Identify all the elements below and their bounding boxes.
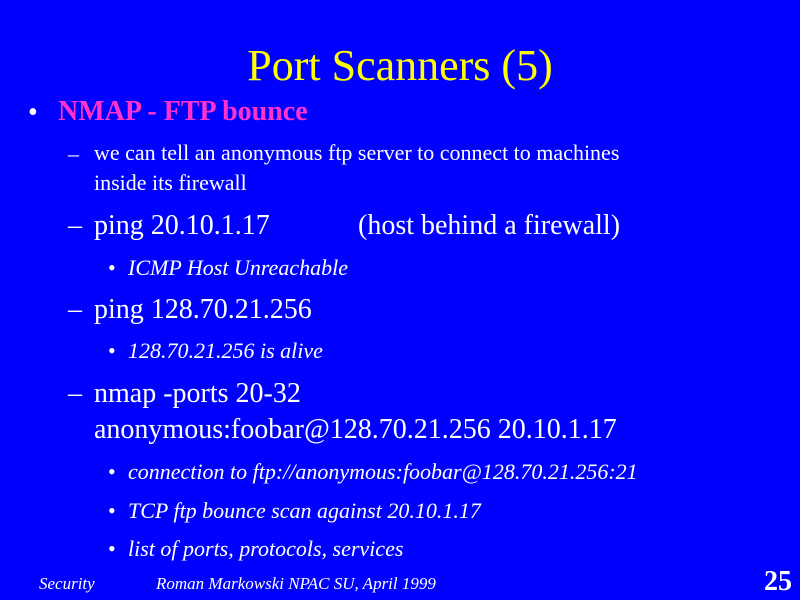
sub-bullet-marker: •	[108, 459, 116, 484]
sub-bullet-text-line2: inside its firewall	[94, 170, 247, 195]
nmap-result: connection to ftp://anonymous:foobar@128…	[128, 459, 638, 484]
slide-title: Port Scanners (5)	[247, 41, 553, 90]
dash-marker: –	[68, 378, 82, 409]
main-bullet-text: NMAP - FTP bounce	[58, 96, 308, 127]
nmap-result: TCP ftp bounce scan against 20.10.1.17	[128, 498, 481, 523]
ping-result: 128.70.21.256 is alive	[128, 338, 323, 363]
nmap-command-line1: nmap -ports 20-32	[94, 378, 301, 409]
ping-result: ICMP Host Unreachable	[128, 255, 348, 280]
nmap-command-line2: anonymous:foobar@128.70.21.256 20.10.1.1…	[94, 414, 617, 445]
sub-bullet-marker: •	[108, 498, 116, 523]
page-number: 25	[764, 566, 792, 597]
dash-marker: –	[68, 210, 82, 241]
nmap-result: list of ports, protocols, services	[128, 536, 404, 561]
dash-marker: –	[68, 141, 79, 166]
ping-note: (host behind a firewall)	[358, 210, 621, 241]
sub-bullet-marker: •	[108, 255, 116, 280]
sub-bullet-marker: •	[108, 536, 116, 561]
dash-marker: –	[68, 294, 82, 325]
bullet-marker: •	[28, 97, 38, 128]
sub-bullet-marker: •	[108, 338, 116, 363]
ping-command: ping 20.10.1.17	[94, 210, 270, 241]
ping-command: ping 128.70.21.256	[94, 294, 312, 325]
sub-bullet-text-line1: we can tell an anonymous ftp server to c…	[94, 140, 620, 165]
footer-author: Roman Markowski NPAC SU, April 1999	[156, 574, 436, 593]
footer-section: Security	[39, 574, 95, 593]
